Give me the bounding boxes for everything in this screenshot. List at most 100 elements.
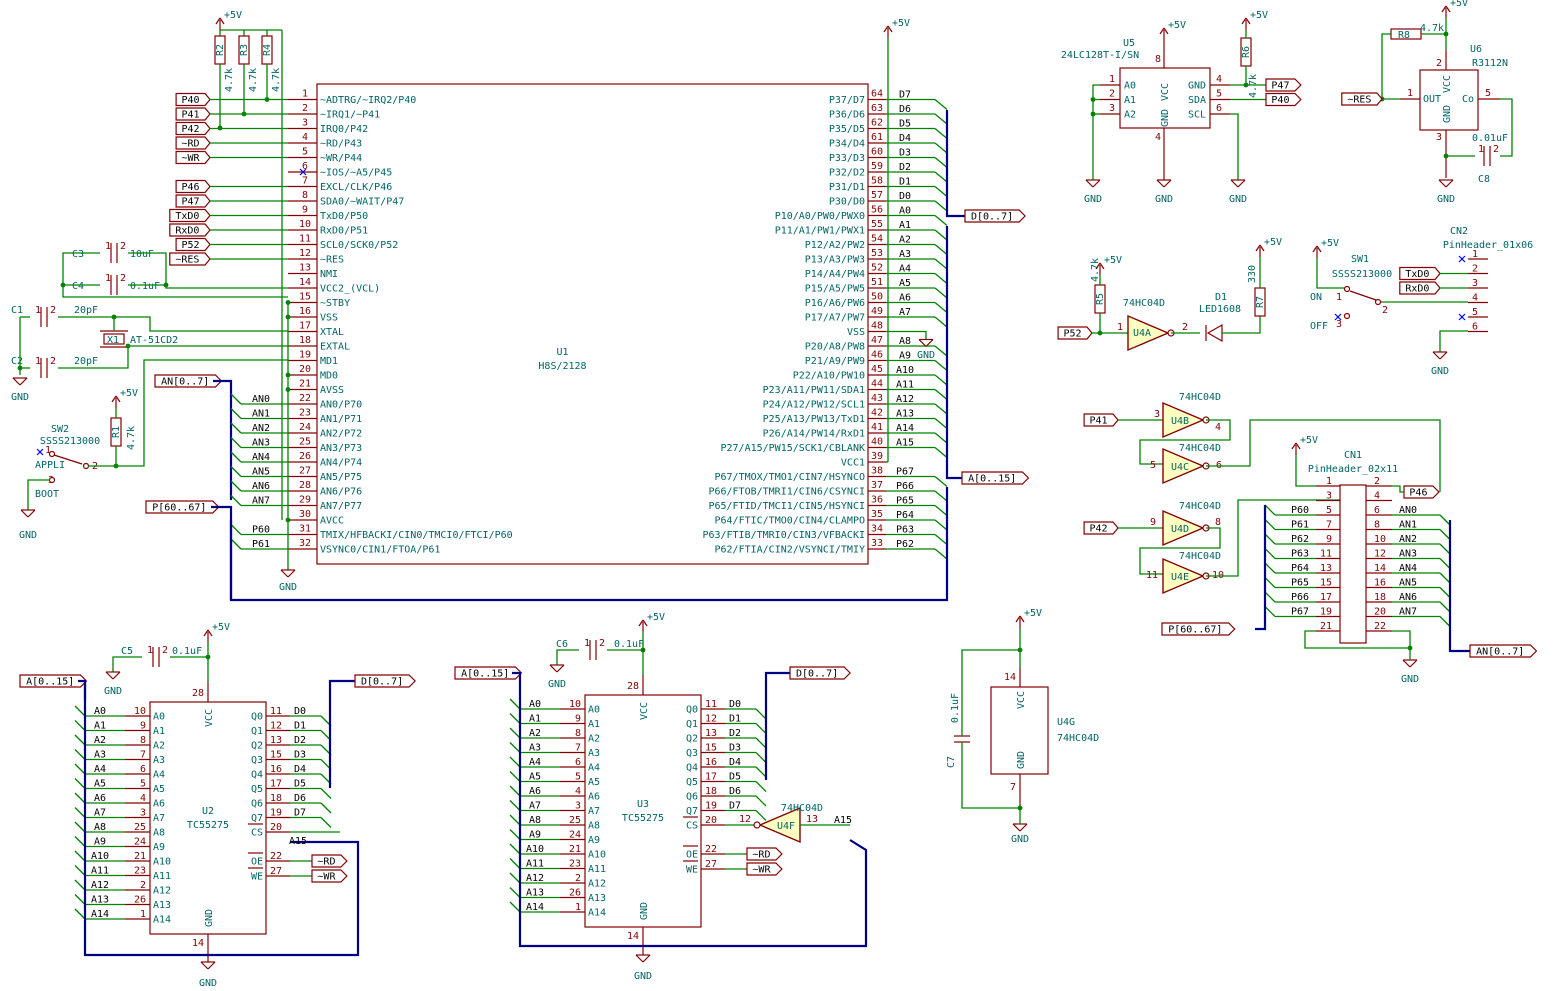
switch-contact <box>82 462 90 470</box>
u1-right-pin-num: 45 <box>871 364 883 375</box>
u5-pin-num: 3 <box>1109 103 1115 114</box>
bus-entry <box>934 490 948 502</box>
u1-right-pin-num: 55 <box>871 219 883 230</box>
resistor-ref: R4 <box>262 44 273 56</box>
u3-addr-num: 21 <box>569 844 581 855</box>
sw2-boot: BOOT <box>35 489 59 500</box>
u3-addr-name: A8 <box>588 821 600 832</box>
bus-entry <box>320 802 332 814</box>
gnd-label: GND <box>548 679 566 690</box>
vcc-symbol <box>1019 615 1025 623</box>
u2-data-num: 17 <box>270 779 282 790</box>
u2-addr-net: A0 <box>94 706 106 717</box>
vcc-symbol <box>1316 245 1322 253</box>
u2-addr-num: 5 <box>140 779 146 790</box>
gnd-symbol <box>1163 179 1172 188</box>
u1-right-pin-num: 33 <box>871 538 883 549</box>
u2-d-bus <box>328 679 402 788</box>
u5-pin-name: GND <box>1160 109 1171 127</box>
x1-ref: X1 <box>107 335 119 346</box>
u1-left-pin-num: 28 <box>299 480 311 491</box>
gnd-label: GND <box>11 392 29 403</box>
u1-right-pin-num: 63 <box>871 103 883 114</box>
cap-pin: 1 <box>35 356 41 367</box>
bus-entry <box>509 858 521 869</box>
u2-data-net: D1 <box>294 721 306 732</box>
u6-pin-num: 3 <box>1436 132 1442 143</box>
u4d-ref: U4D <box>1171 524 1189 535</box>
u3-addr-num: 5 <box>575 772 581 783</box>
u2-addr-num: 21 <box>134 851 146 862</box>
u1-right-pin-name: P36/D6 <box>829 110 865 121</box>
u2-data-num: 11 <box>270 706 282 717</box>
u1-right-pin-num: 54 <box>871 234 883 245</box>
u4f-value: 74HC04D <box>781 803 823 814</box>
wire <box>1304 630 1411 649</box>
u1-left-pin-num: 23 <box>299 408 311 419</box>
u4e-body <box>1162 557 1205 595</box>
u2-gnd-label: GND <box>199 978 217 989</box>
gate-net-p41-text: P41 <box>1090 416 1108 427</box>
u3-ctrl-name: OE <box>686 850 698 861</box>
junction-dot <box>163 282 169 288</box>
u3-data-net: D0 <box>729 699 741 710</box>
u1-right-pin-name: P23/A11/PW11/SDA1 <box>763 385 865 396</box>
cn1-an-bus <box>1448 520 1470 653</box>
gnd-symbol <box>1438 179 1447 188</box>
bus-entry <box>934 374 948 386</box>
wire <box>1139 527 1221 575</box>
gnd-symbol <box>1012 823 1021 832</box>
u3-addr-num: 1 <box>575 902 581 913</box>
sw1-value: SSSS213000 <box>1332 269 1392 280</box>
switch-contact <box>48 476 56 484</box>
bus-entry <box>230 480 242 492</box>
u2-data-num: 18 <box>270 793 282 804</box>
u3-vcc-num: 28 <box>627 681 639 692</box>
switch-lever <box>1349 290 1377 301</box>
junction-dot <box>285 387 291 392</box>
cn1-pin-num: 6 <box>1374 505 1380 516</box>
u2-addr-num: 8 <box>140 735 146 746</box>
u1-left-pin-name: VSS <box>320 313 338 324</box>
cn2-value: PinHeader_01x06 <box>1443 240 1533 251</box>
u4d-value: 74HC04D <box>1179 501 1221 512</box>
cn1-right-net: AN5 <box>1399 578 1417 589</box>
u1-right-pin-name: P64/FTIC/TMO0/CIN4/CLAMPO <box>714 516 865 527</box>
c3-value: 10uF <box>130 249 154 260</box>
u1-right-pin-name: P25/A13/PW13/TxD1 <box>763 414 865 425</box>
u2-addr-net: A10 <box>91 851 109 862</box>
u1-left-pin-name: AN6/P76 <box>320 487 362 498</box>
bus-entry <box>934 389 948 400</box>
u3-net-wr <box>746 862 783 876</box>
u1-global-6 <box>175 194 211 208</box>
vcc-label: +5V <box>1024 608 1042 619</box>
bus-entry <box>74 850 86 862</box>
gnd-symbol <box>1085 179 1094 188</box>
bus-entry <box>74 879 86 891</box>
vcc-symbol <box>1159 27 1165 35</box>
gnd-label: GND <box>1229 194 1247 205</box>
gnd-symbol <box>27 509 36 518</box>
u1-right-pin-num: 64 <box>871 89 883 100</box>
u1-global-1-text: P41 <box>182 110 200 121</box>
bus-entry <box>509 785 521 797</box>
r7-value: 330 <box>1247 265 1258 283</box>
u4b-pin: 3 <box>1154 409 1160 420</box>
cn1-pin-num: 1 <box>1326 476 1332 487</box>
u2-ctrl-name: WE <box>251 872 263 883</box>
u3-addr-net: A2 <box>529 728 541 739</box>
u1-left-pin-name: ~IOS/~A5/P45 <box>320 168 392 179</box>
u1-right-net: D2 <box>899 162 911 173</box>
p-bus-left <box>211 505 233 521</box>
u1-right-net: A2 <box>899 235 911 246</box>
u2-addr-name: A3 <box>153 755 165 766</box>
cn2-net-txd0 <box>1399 266 1441 281</box>
bus-entry <box>74 908 86 920</box>
u1-left-pin-num: 14 <box>299 277 311 288</box>
cn1-pin-num: 11 <box>1320 549 1332 560</box>
bus-entry <box>934 505 948 516</box>
wire <box>556 649 579 665</box>
